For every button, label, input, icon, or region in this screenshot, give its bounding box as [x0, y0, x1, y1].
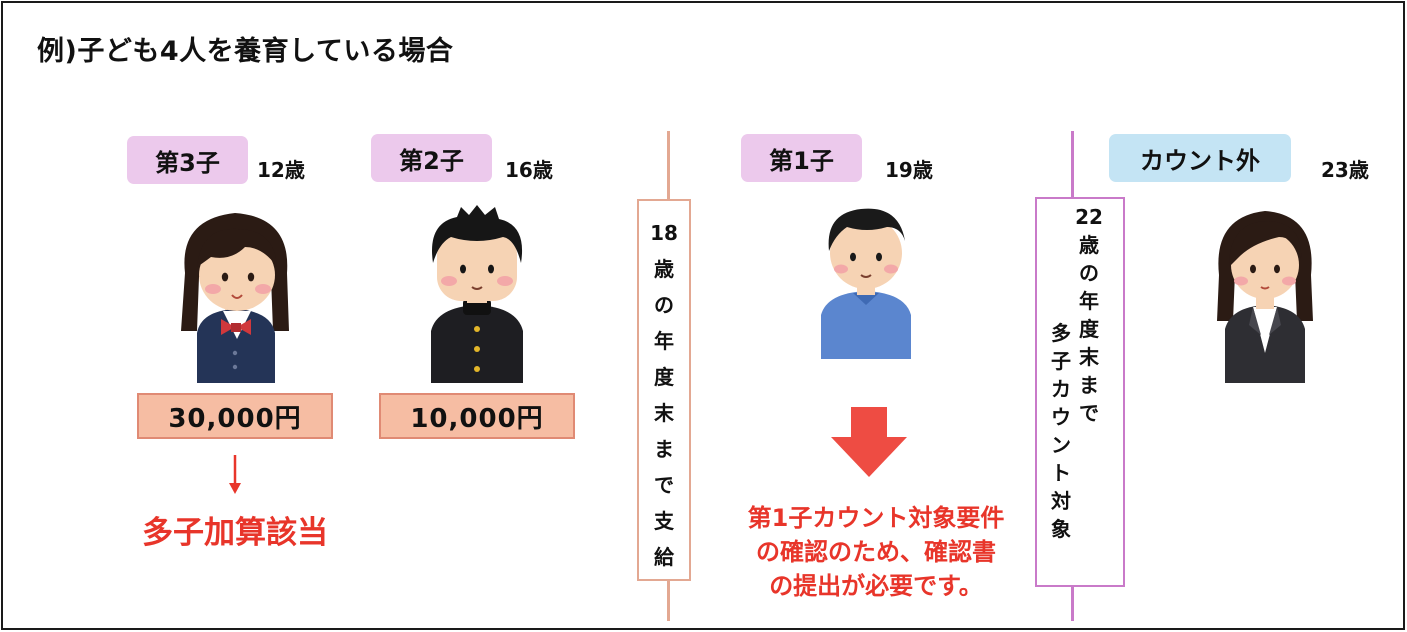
- divider-22-char: で: [1079, 401, 1099, 425]
- divider-22-text-right: 22 歳 の 年 度 末 ま で: [1071, 207, 1107, 423]
- divider-22-char: カ: [1051, 377, 1071, 401]
- divider-18-text: 18 歳 の 年 度 末 ま で 支 給: [637, 223, 691, 567]
- girl-student-illustration: [181, 213, 289, 383]
- young-man-illustration: [821, 208, 911, 359]
- amount-third-child: 30,000円: [137, 393, 333, 439]
- tag-third-child: 第3子: [127, 136, 248, 184]
- divider-22-text-left: 多 子 カ ウ ン ト 対 象: [1043, 323, 1079, 539]
- confirmation-note: 第1子カウント対象要件 の確認のため、確認書 の提出が必要です。: [709, 501, 1043, 603]
- tag-not-counted: カウント外: [1109, 134, 1291, 182]
- divider-22-char: 末: [1079, 345, 1099, 369]
- divider-18-box: [637, 199, 691, 581]
- divider-22-box: [1035, 197, 1125, 587]
- divider-18-char: 度: [654, 365, 674, 389]
- tag-second-child: 第2子: [371, 134, 492, 182]
- divider-18-char: の: [654, 293, 674, 317]
- divider-22-char: ま: [1079, 373, 1099, 397]
- divider-22-char: 度: [1079, 317, 1099, 341]
- divider-18-char: 歳: [654, 257, 674, 281]
- divider-18-char: 支: [654, 509, 674, 533]
- divider-18-char: ま: [654, 437, 674, 461]
- confirmation-note-line: 第1子カウント対象要件: [747, 504, 1005, 532]
- divider-22-char: の: [1079, 261, 1099, 285]
- multi-child-addition-note: 多子加算該当: [142, 515, 328, 551]
- page-title: 例)子ども4人を養育している場合: [37, 36, 454, 67]
- divider-22-char: 対: [1051, 489, 1071, 513]
- divider-18-char: 18: [650, 221, 678, 245]
- divider-18-char: 末: [654, 401, 674, 425]
- boy-student-illustration: [431, 205, 523, 383]
- age-not-counted: 23歳: [1321, 158, 1369, 182]
- divider-18-char: で: [654, 473, 674, 497]
- divider-18-char: 年: [654, 329, 674, 353]
- age-first-child: 19歳: [885, 158, 933, 182]
- adult-woman-illustration: [1217, 211, 1313, 383]
- divider-22-char: 年: [1079, 289, 1099, 313]
- divider-22-char: 子: [1051, 349, 1071, 373]
- divider-22-char: ン: [1051, 433, 1071, 457]
- confirmation-note-line: の提出が必要です。: [769, 572, 983, 600]
- age-third-child: 12歳: [257, 158, 305, 182]
- divider-22-char: 22: [1075, 205, 1103, 229]
- arrow-down-large-icon: [831, 407, 907, 477]
- divider-22-char: 象: [1051, 517, 1071, 541]
- divider-22-char: 多: [1051, 321, 1071, 345]
- divider-22-char: ト: [1051, 461, 1071, 485]
- confirmation-note-line: の確認のため、確認書: [756, 538, 996, 566]
- divider-18-char: 給: [654, 545, 674, 569]
- divider-22-char: 歳: [1079, 233, 1099, 257]
- divider-22-char: ウ: [1051, 405, 1071, 429]
- age-second-child: 16歳: [505, 158, 553, 182]
- tag-first-child: 第1子: [741, 134, 862, 182]
- arrow-down-small-icon: [229, 455, 241, 494]
- amount-second-child: 10,000円: [379, 393, 575, 439]
